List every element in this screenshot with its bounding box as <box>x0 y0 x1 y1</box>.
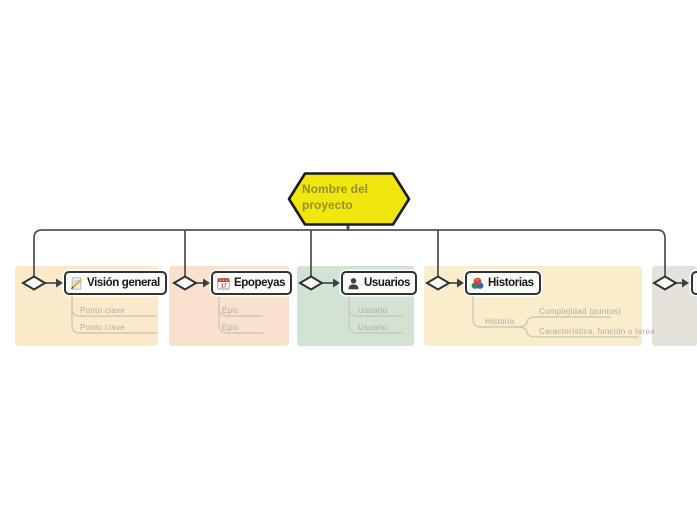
collapse-toggle-partial-branch[interactable] <box>652 274 678 292</box>
branch-node-epopeyas[interactable]: 17 Epopeyas <box>211 271 293 295</box>
branch-node-label: Historias <box>488 277 534 289</box>
subitem-usuario-1[interactable]: Usuario <box>358 306 388 315</box>
svg-text:17: 17 <box>221 283 227 289</box>
diamond-icon <box>425 275 451 291</box>
subitem-usuario-2[interactable]: Usuario <box>358 323 388 332</box>
branch-node-label: Epopeyas <box>234 277 286 289</box>
subitem-historia[interactable]: Historia <box>485 317 515 326</box>
subitem-epic-1[interactable]: Epic <box>222 306 239 315</box>
root-node-label: Nombre del proyecto <box>302 182 369 213</box>
collapse-toggle-historias[interactable] <box>425 274 451 292</box>
hexagon-shape <box>287 172 411 226</box>
subitem-complejidad[interactable]: Complejidad (puntos) <box>539 307 622 316</box>
collapse-toggle-vision-general[interactable] <box>21 274 47 292</box>
collapse-toggle-usuarios[interactable] <box>298 274 324 292</box>
subitem-punto-clave-2[interactable]: Punto clave <box>80 323 126 332</box>
diamond-icon <box>652 275 678 291</box>
person-icon <box>347 277 360 290</box>
diamond-icon <box>298 275 324 291</box>
branch-node-vision-general[interactable]: Visión general <box>64 271 167 295</box>
diamond-icon <box>172 275 198 291</box>
branch-node-label: Visión general <box>87 277 160 289</box>
branch-node-label: Usuarios <box>364 277 411 289</box>
branch-node-usuarios[interactable]: Usuarios <box>341 271 418 295</box>
subitem-epic-2[interactable]: Epic <box>222 323 239 332</box>
branch-node-partial[interactable] <box>691 271 697 295</box>
subitem-caracteristica[interactable]: Característica, función o tarea <box>539 327 656 336</box>
collapse-toggle-epopeyas[interactable] <box>172 274 198 292</box>
stack-icon <box>471 277 484 290</box>
calendar-icon: 17 <box>217 277 230 290</box>
root-node[interactable]: Nombre del proyecto <box>287 171 411 227</box>
branch-node-historias[interactable]: Historias <box>465 271 541 295</box>
subitem-punto-clave-1[interactable]: Punto clave <box>80 306 126 315</box>
document-pencil-icon <box>70 276 83 290</box>
diamond-icon <box>21 275 47 291</box>
arrowhead-icons <box>56 278 689 288</box>
